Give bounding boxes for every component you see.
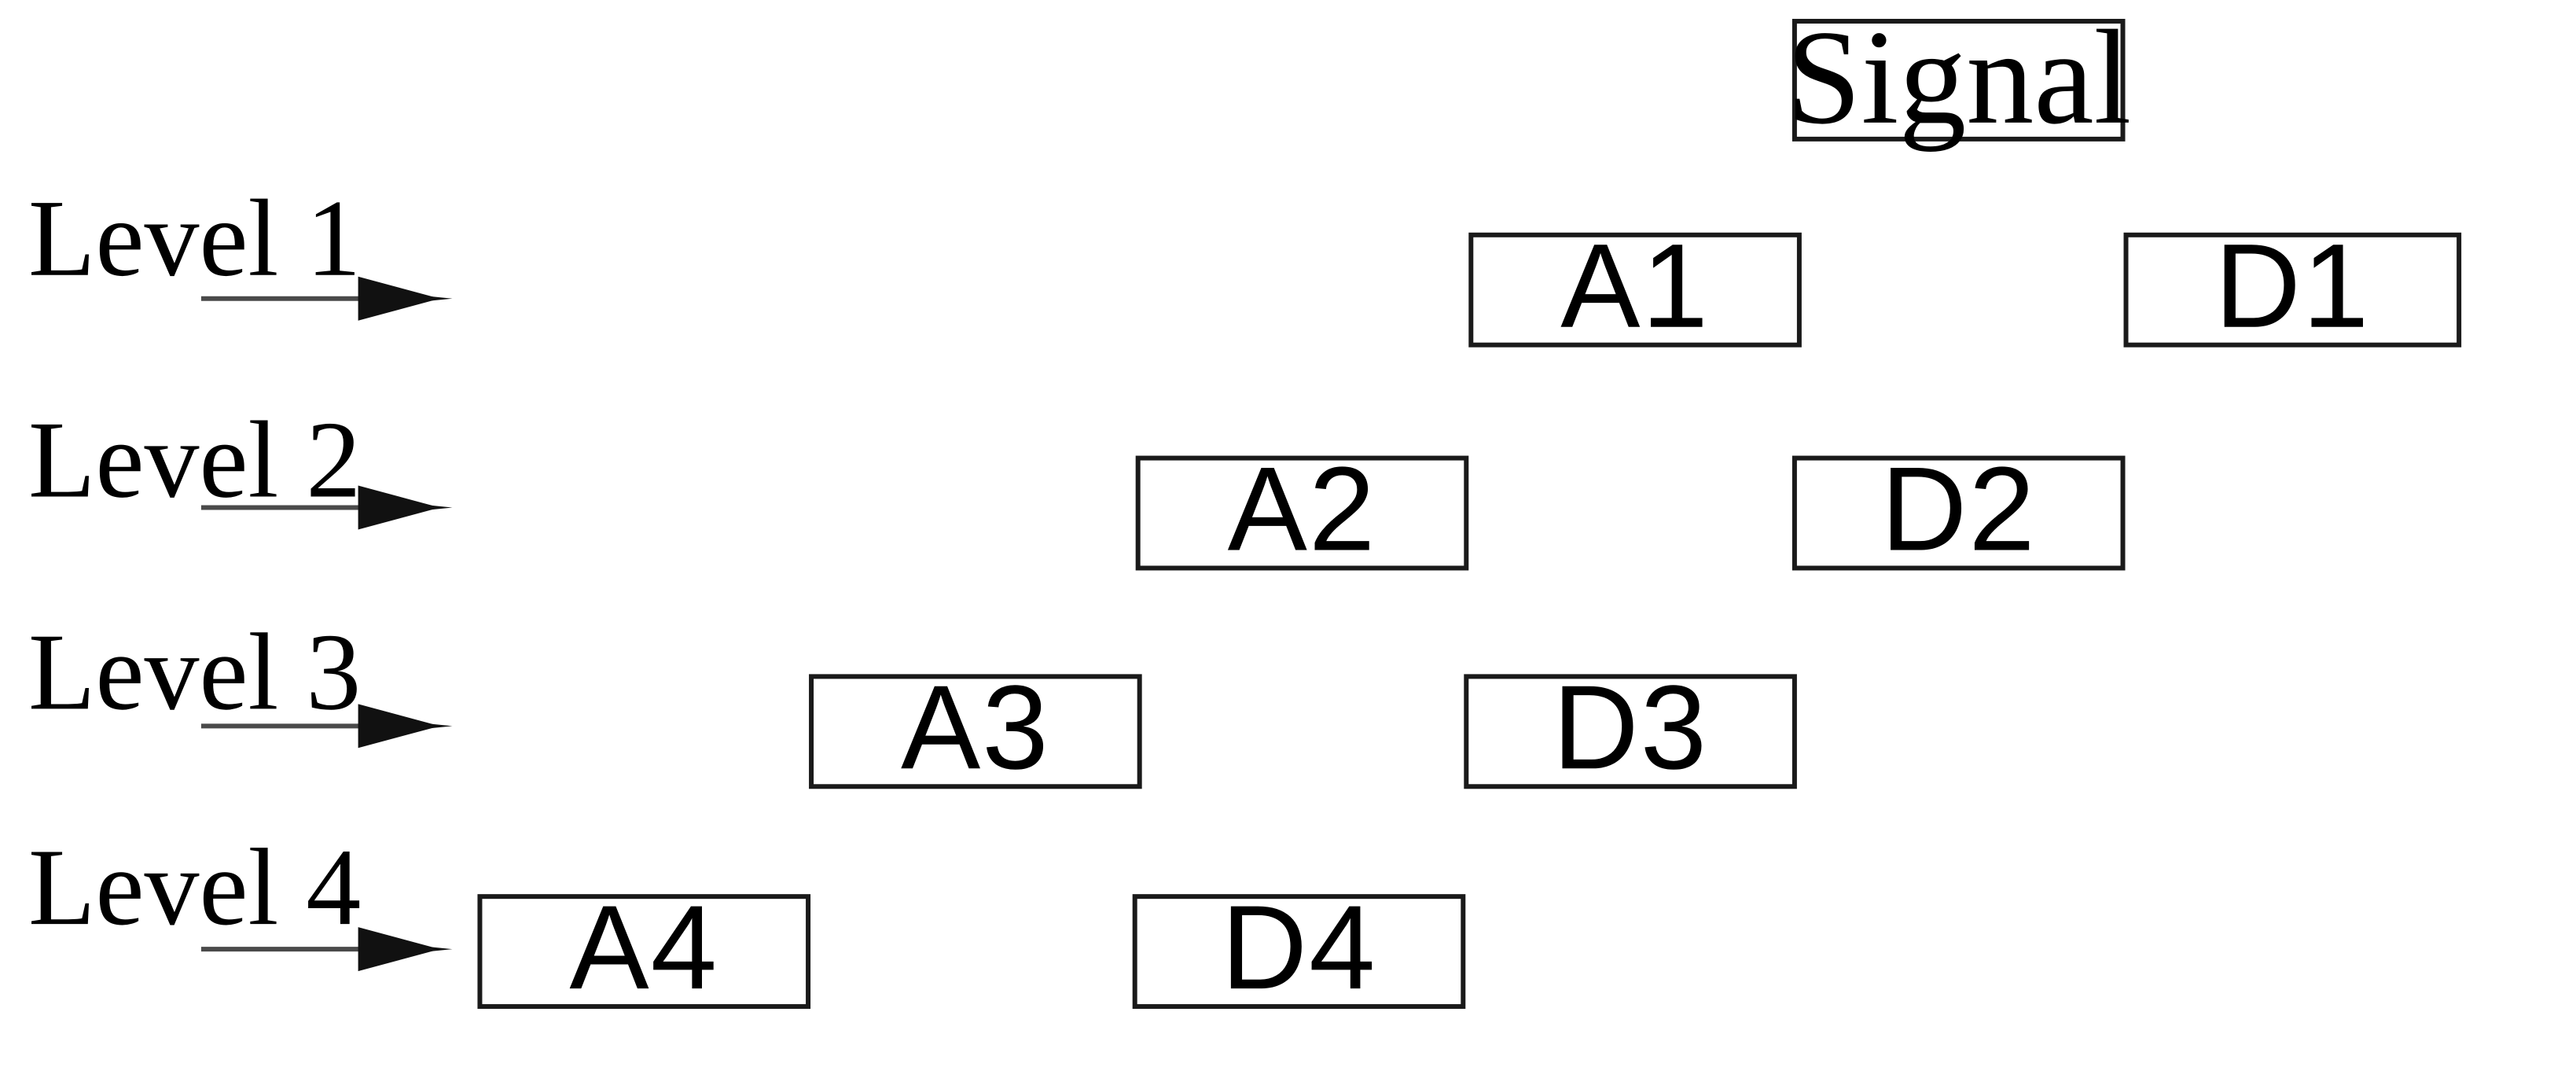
node-a1-label: A1 (1560, 219, 1710, 353)
node-d1-label: D1 (2214, 219, 2371, 353)
node-signal[interactable]: Signal (1786, 9, 2131, 145)
level-1-label: Level 1 (28, 178, 362, 300)
node-a3-label: A3 (900, 660, 1050, 795)
node-d4[interactable]: D4 (1132, 888, 1466, 1010)
node-d2-label: D2 (1880, 442, 2037, 576)
level-2-label: Level 2 (28, 400, 362, 522)
node-d4-label: D4 (1221, 881, 1377, 1015)
node-a1[interactable]: A1 (1468, 226, 1802, 348)
level-4-arrow (200, 914, 453, 984)
node-a4[interactable]: A4 (477, 888, 811, 1010)
node-d3[interactable]: D3 (1464, 668, 1797, 789)
node-a3[interactable]: A3 (809, 668, 1142, 789)
node-a2[interactable]: A2 (1135, 450, 1469, 571)
level-2-arrow (200, 473, 453, 543)
level-3-arrow (200, 691, 453, 760)
node-a4-label: A4 (569, 881, 719, 1015)
node-signal-label: Signal (1786, 1, 2132, 153)
node-d3-label: D3 (1553, 660, 1709, 795)
level-3-label: Level 3 (28, 613, 362, 734)
node-d2[interactable]: D2 (1791, 450, 2126, 571)
node-a2-label: A2 (1227, 442, 1377, 576)
node-d1[interactable]: D1 (2123, 226, 2462, 348)
level-4-label: Level 4 (28, 828, 362, 950)
level-1-arrow (200, 264, 453, 333)
